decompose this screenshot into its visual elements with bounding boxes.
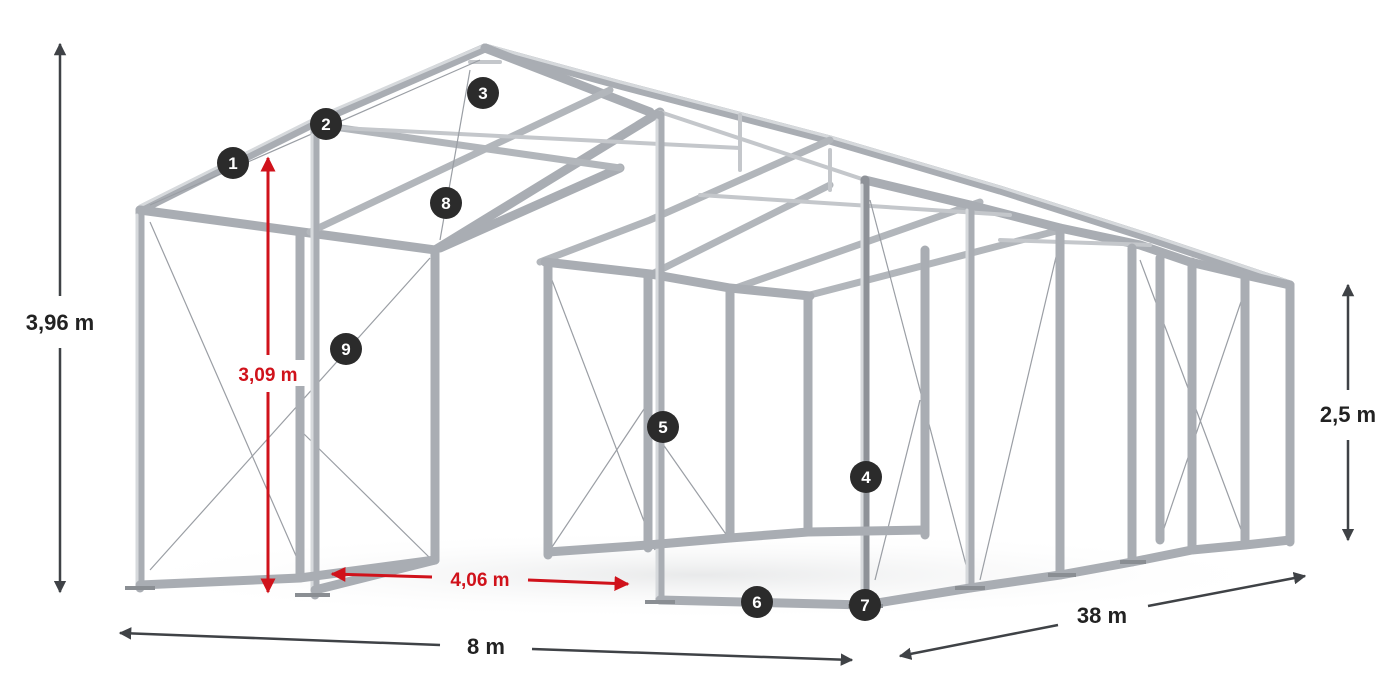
dimension-bay-spacing: 4,06 m [330,566,630,591]
marker-4: 4 [850,461,882,493]
svg-text:4: 4 [861,468,871,487]
marker-1: 1 [217,147,249,179]
svg-text:1: 1 [228,154,237,173]
marker-3: 3 [467,77,499,109]
marker-9: 9 [330,333,362,365]
dimension-width: 8 m [118,627,854,666]
dimension-wall-height: 2,5 m [1320,283,1376,542]
svg-text:9: 9 [341,340,350,359]
total-height-label: 3,96 m [26,310,95,335]
dimension-total-height: 3,96 m [26,42,95,594]
width-label: 8 m [467,634,505,659]
dimension-length: 38 m [898,571,1307,660]
ground-shadow [100,530,1300,620]
svg-text:7: 7 [860,596,869,615]
bay-spacing-label: 4,06 m [450,570,509,591]
marker-7: 7 [849,589,881,621]
wall-height-label: 2,5 m [1320,402,1376,427]
wire-bracing [149,59,1246,581]
marker-2: 2 [310,108,342,140]
markers: 1 2 3 4 5 6 7 8 [217,77,882,621]
svg-text:6: 6 [752,593,761,612]
length-label: 38 m [1077,603,1127,628]
svg-text:5: 5 [658,418,667,437]
marker-8: 8 [430,187,462,219]
gable-height-label: 3,09 m [238,365,297,386]
marker-5: 5 [647,411,679,443]
svg-text:2: 2 [321,115,330,134]
marker-6: 6 [741,586,773,618]
dimension-gable-height: 3,09 m [228,156,308,594]
svg-text:8: 8 [441,194,450,213]
svg-text:3: 3 [478,84,487,103]
